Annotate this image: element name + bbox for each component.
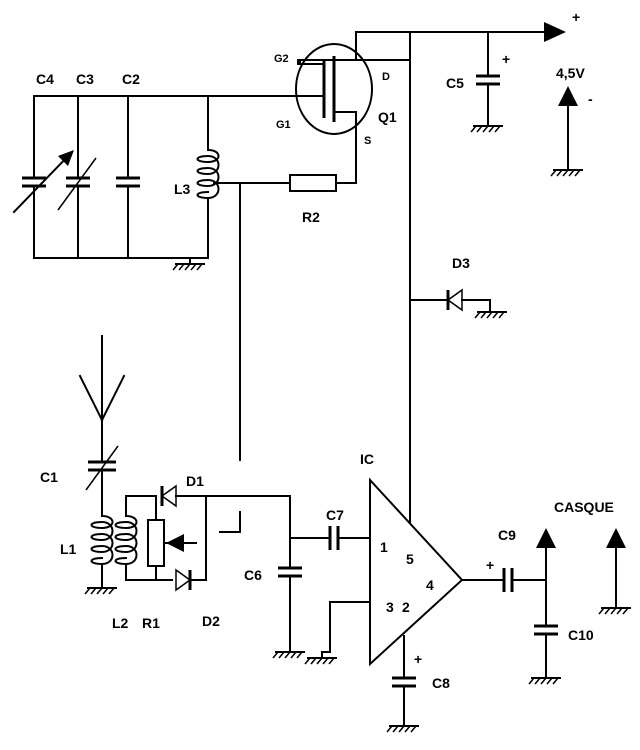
label-l2: L2 <box>112 615 129 631</box>
label-plus-c8: + <box>414 651 422 667</box>
capacitor-c6 <box>272 495 305 659</box>
label-c2: C2 <box>122 71 140 87</box>
label-d: D <box>382 71 390 83</box>
label-c5: C5 <box>446 75 464 91</box>
label-voltage: 4,5V <box>556 65 585 81</box>
label-pin1: 1 <box>380 539 388 555</box>
tuning-circuit <box>12 95 299 271</box>
label-l3: L3 <box>174 181 191 197</box>
resistor-r1 <box>147 519 197 567</box>
label-r1: R1 <box>142 615 160 631</box>
label-g2: G2 <box>274 53 289 65</box>
label-c4: C4 <box>36 71 54 87</box>
label-g1: G1 <box>276 119 291 131</box>
label-r2: R2 <box>302 209 320 225</box>
label-d1: D1 <box>186 473 204 489</box>
capacitor-c5 <box>470 31 503 133</box>
transistor-q1 <box>295 31 373 184</box>
diode-d2 <box>175 495 207 592</box>
headphone-arrow <box>598 528 631 615</box>
capacitor-c2 <box>116 95 140 259</box>
label-c3: C3 <box>76 71 94 87</box>
label-c7: C7 <box>326 507 344 523</box>
label-ic: IC <box>360 451 374 467</box>
supply-rail <box>355 22 566 523</box>
label-pin4: 4 <box>426 577 434 593</box>
label-q1: Q1 <box>378 109 397 125</box>
capacitor-c10 <box>528 528 561 685</box>
label-c8: C8 <box>432 675 450 691</box>
capacitor-c1 <box>85 445 119 517</box>
label-plus-c9: + <box>486 557 494 573</box>
battery-arrow <box>550 86 583 177</box>
label-plus-c5: + <box>502 51 510 67</box>
capacitor-c8 <box>386 635 419 733</box>
label-c10: C10 <box>568 627 594 643</box>
capacitor-c3 <box>57 95 97 259</box>
label-c1: C1 <box>40 469 58 485</box>
diode-d1 <box>160 484 291 508</box>
label-headphones: CASQUE <box>554 499 614 515</box>
capacitor-c7 <box>289 526 371 550</box>
label-plus-supply: + <box>572 9 580 25</box>
capacitor-c4 <box>12 95 74 259</box>
label-pin2: 2 <box>402 599 410 615</box>
resistor-r2 <box>289 174 357 192</box>
antenna <box>78 335 126 463</box>
inductor-l2 <box>114 495 138 581</box>
ic-amplifier <box>304 477 464 667</box>
label-minus-battery: - <box>588 91 593 107</box>
label-s: S <box>364 135 371 147</box>
capacitor-c9 <box>461 568 547 592</box>
label-d3: D3 <box>452 255 470 271</box>
label-pin3: 3 <box>386 599 394 615</box>
diode-d3 <box>409 288 507 319</box>
label-pin5: 5 <box>406 551 414 567</box>
inductor-l3 <box>196 95 291 259</box>
label-l1: L1 <box>60 541 77 557</box>
label-d2: D2 <box>202 613 220 629</box>
label-c6: C6 <box>244 567 262 583</box>
detector-network <box>125 495 173 581</box>
label-c9: C9 <box>498 527 516 543</box>
inductor-l1 <box>84 514 117 595</box>
